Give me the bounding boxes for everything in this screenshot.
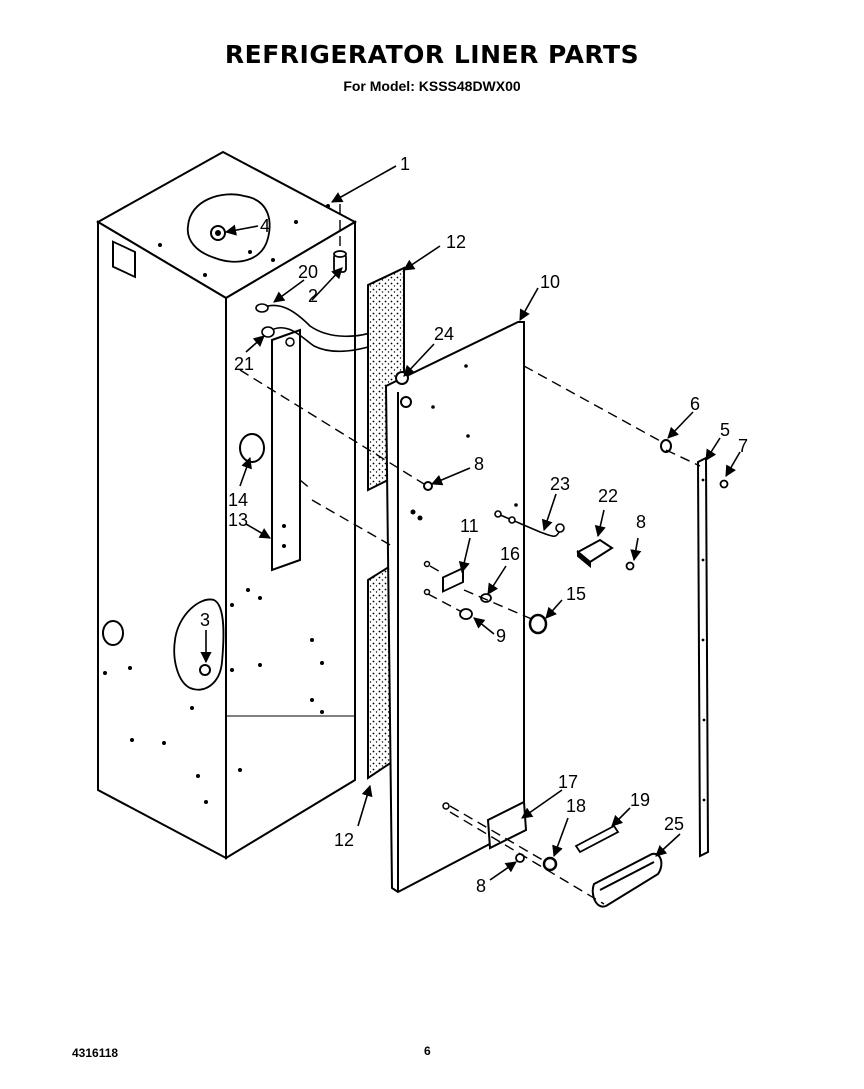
callout-1: 1 xyxy=(400,154,410,174)
callout-8-upper: 8 xyxy=(474,454,484,474)
callout-19: 19 xyxy=(630,790,650,810)
callout-5: 5 xyxy=(720,420,730,440)
part-14-grommet xyxy=(239,433,265,463)
callout-6: 6 xyxy=(690,394,700,414)
part-17-hinge xyxy=(486,800,528,850)
callout-25: 25 xyxy=(664,814,684,834)
callout-7: 7 xyxy=(738,436,748,456)
callout-8-mid: 8 xyxy=(636,512,646,532)
callout-12-upper: 12 xyxy=(446,232,466,252)
page-number: 6 xyxy=(424,1044,431,1058)
callout-12-lower: 12 xyxy=(334,830,354,850)
callout-11: 11 xyxy=(460,516,479,536)
part-23-wire xyxy=(494,510,565,538)
callout-23: 23 xyxy=(550,474,570,494)
part-2-plug xyxy=(333,250,347,273)
part-7-screw xyxy=(719,479,729,489)
part-15-socket xyxy=(528,613,548,635)
callout-16: 16 xyxy=(500,544,520,564)
callout-21: 21 xyxy=(234,354,254,374)
part-8-screw-mid xyxy=(625,561,635,571)
cabinet-holes xyxy=(103,204,330,804)
callout-4: 4 xyxy=(260,216,270,236)
callout-24: 24 xyxy=(434,324,454,344)
part-11-plate xyxy=(442,566,464,593)
assembly-lines xyxy=(239,204,701,905)
side-hole xyxy=(102,620,124,646)
callout-9: 9 xyxy=(496,626,506,646)
callout-17: 17 xyxy=(558,772,578,792)
callout-15: 15 xyxy=(566,584,586,604)
callout-18: 18 xyxy=(566,796,586,816)
part-5-strip xyxy=(696,456,710,858)
part-22-switch xyxy=(576,538,614,569)
part-9-bulb xyxy=(459,608,473,620)
model-subtitle: For Model: KSSS48DWX00 xyxy=(343,78,521,94)
part-18-nut xyxy=(542,856,558,872)
part-25-cover xyxy=(591,852,663,908)
wire-harness xyxy=(255,303,379,353)
callout-2: 2 xyxy=(308,286,318,306)
part-6-clip xyxy=(660,439,672,453)
callout-8-lower: 8 xyxy=(476,876,486,896)
callout-3: 3 xyxy=(200,610,210,630)
callout-14: 14 xyxy=(228,490,248,510)
page-title: REFRIGERATOR LINER PARTS xyxy=(224,40,640,69)
leader-lines xyxy=(200,165,741,881)
document-number: 4316118 xyxy=(72,1046,119,1060)
callout-13: 13 xyxy=(228,510,248,530)
callout-20: 20 xyxy=(298,262,318,282)
part-8-screw-upper xyxy=(423,481,433,491)
callout-22: 22 xyxy=(598,486,618,506)
side-cutout xyxy=(173,598,225,691)
bracket-part-13 xyxy=(271,328,301,572)
part-19-pin xyxy=(574,824,620,854)
top-cutout xyxy=(186,193,271,263)
callout-10: 10 xyxy=(540,272,560,292)
